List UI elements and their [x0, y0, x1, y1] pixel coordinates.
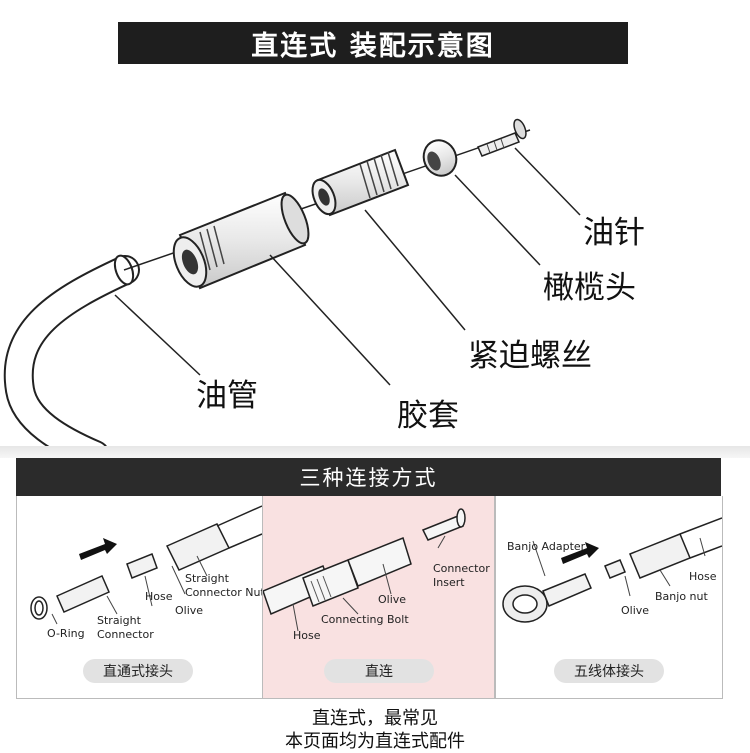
panel-direct-connection: Hose Connecting Bolt Olive Connector Ins… — [262, 496, 496, 699]
connection-types-title: 三种连接方式 — [299, 466, 438, 490]
arrow-icon — [561, 542, 599, 564]
panel-straight-connector: O-Ring Straight Connector Hose Olive Str… — [16, 496, 265, 699]
label-connector-insert: Connector Insert — [433, 562, 490, 589]
direct-connection-illustration — [263, 508, 466, 632]
label-straight-connector-nut: Straight Connector Nut — [185, 572, 265, 599]
straight-connector-illustration — [30, 505, 263, 625]
hose-tube — [3, 254, 140, 450]
title-banner: 直连式 装配示意图 — [118, 22, 628, 64]
label-hose: 油管 — [196, 378, 258, 414]
connection-types-header: 三种连接方式 — [16, 458, 721, 496]
label-hose: Hose — [689, 570, 717, 583]
label-hose: Hose — [145, 590, 173, 603]
label-connecting-bolt: Connecting Bolt — [321, 613, 409, 626]
label-olive: Olive — [378, 593, 407, 606]
pin-part — [476, 118, 527, 157]
caption-direct-connection: 直连 — [324, 659, 434, 683]
caption-straight-connector: 直通式接头 — [83, 659, 193, 683]
compression-bolt-part — [311, 148, 410, 217]
label-olive: Olive — [175, 604, 204, 617]
connection-types-panel: 三种连接方式 O-Ring Straight Connector Hose Ol… — [16, 458, 723, 699]
label-sleeve: 胶套 — [397, 398, 459, 434]
panel-banjo-connector: Banjo Adapter Olive Banjo nut Hose 五线体接头 — [494, 496, 723, 699]
banjo-connector-illustration — [502, 517, 722, 623]
olive-part — [422, 139, 458, 177]
footer-line-2: 本页面均为直连式配件 — [285, 731, 465, 752]
section-divider — [0, 446, 750, 458]
label-olive: Olive — [621, 604, 650, 617]
label-hose: Hose — [293, 629, 321, 642]
label-pin: 油针 — [583, 215, 645, 251]
caption-banjo-connector: 五线体接头 — [554, 659, 664, 683]
page-title: 直连式 装配示意图 — [251, 30, 495, 62]
label-banjo-nut: Banjo nut — [655, 590, 708, 603]
label-straight-connector: Straight Connector — [97, 614, 154, 641]
footer-line-1: 直连式，最常见 — [312, 708, 438, 729]
label-banjo-adapter: Banjo Adapter — [507, 540, 586, 553]
assembly-diagram — [3, 118, 581, 450]
sleeve-part — [172, 191, 310, 290]
label-o-ring: O-Ring — [47, 627, 85, 640]
label-olive: 橄榄头 — [543, 270, 636, 306]
leader-lines — [114, 147, 581, 386]
label-compression-bolt: 紧迫螺丝 — [468, 338, 592, 374]
arrow-icon — [79, 538, 117, 560]
